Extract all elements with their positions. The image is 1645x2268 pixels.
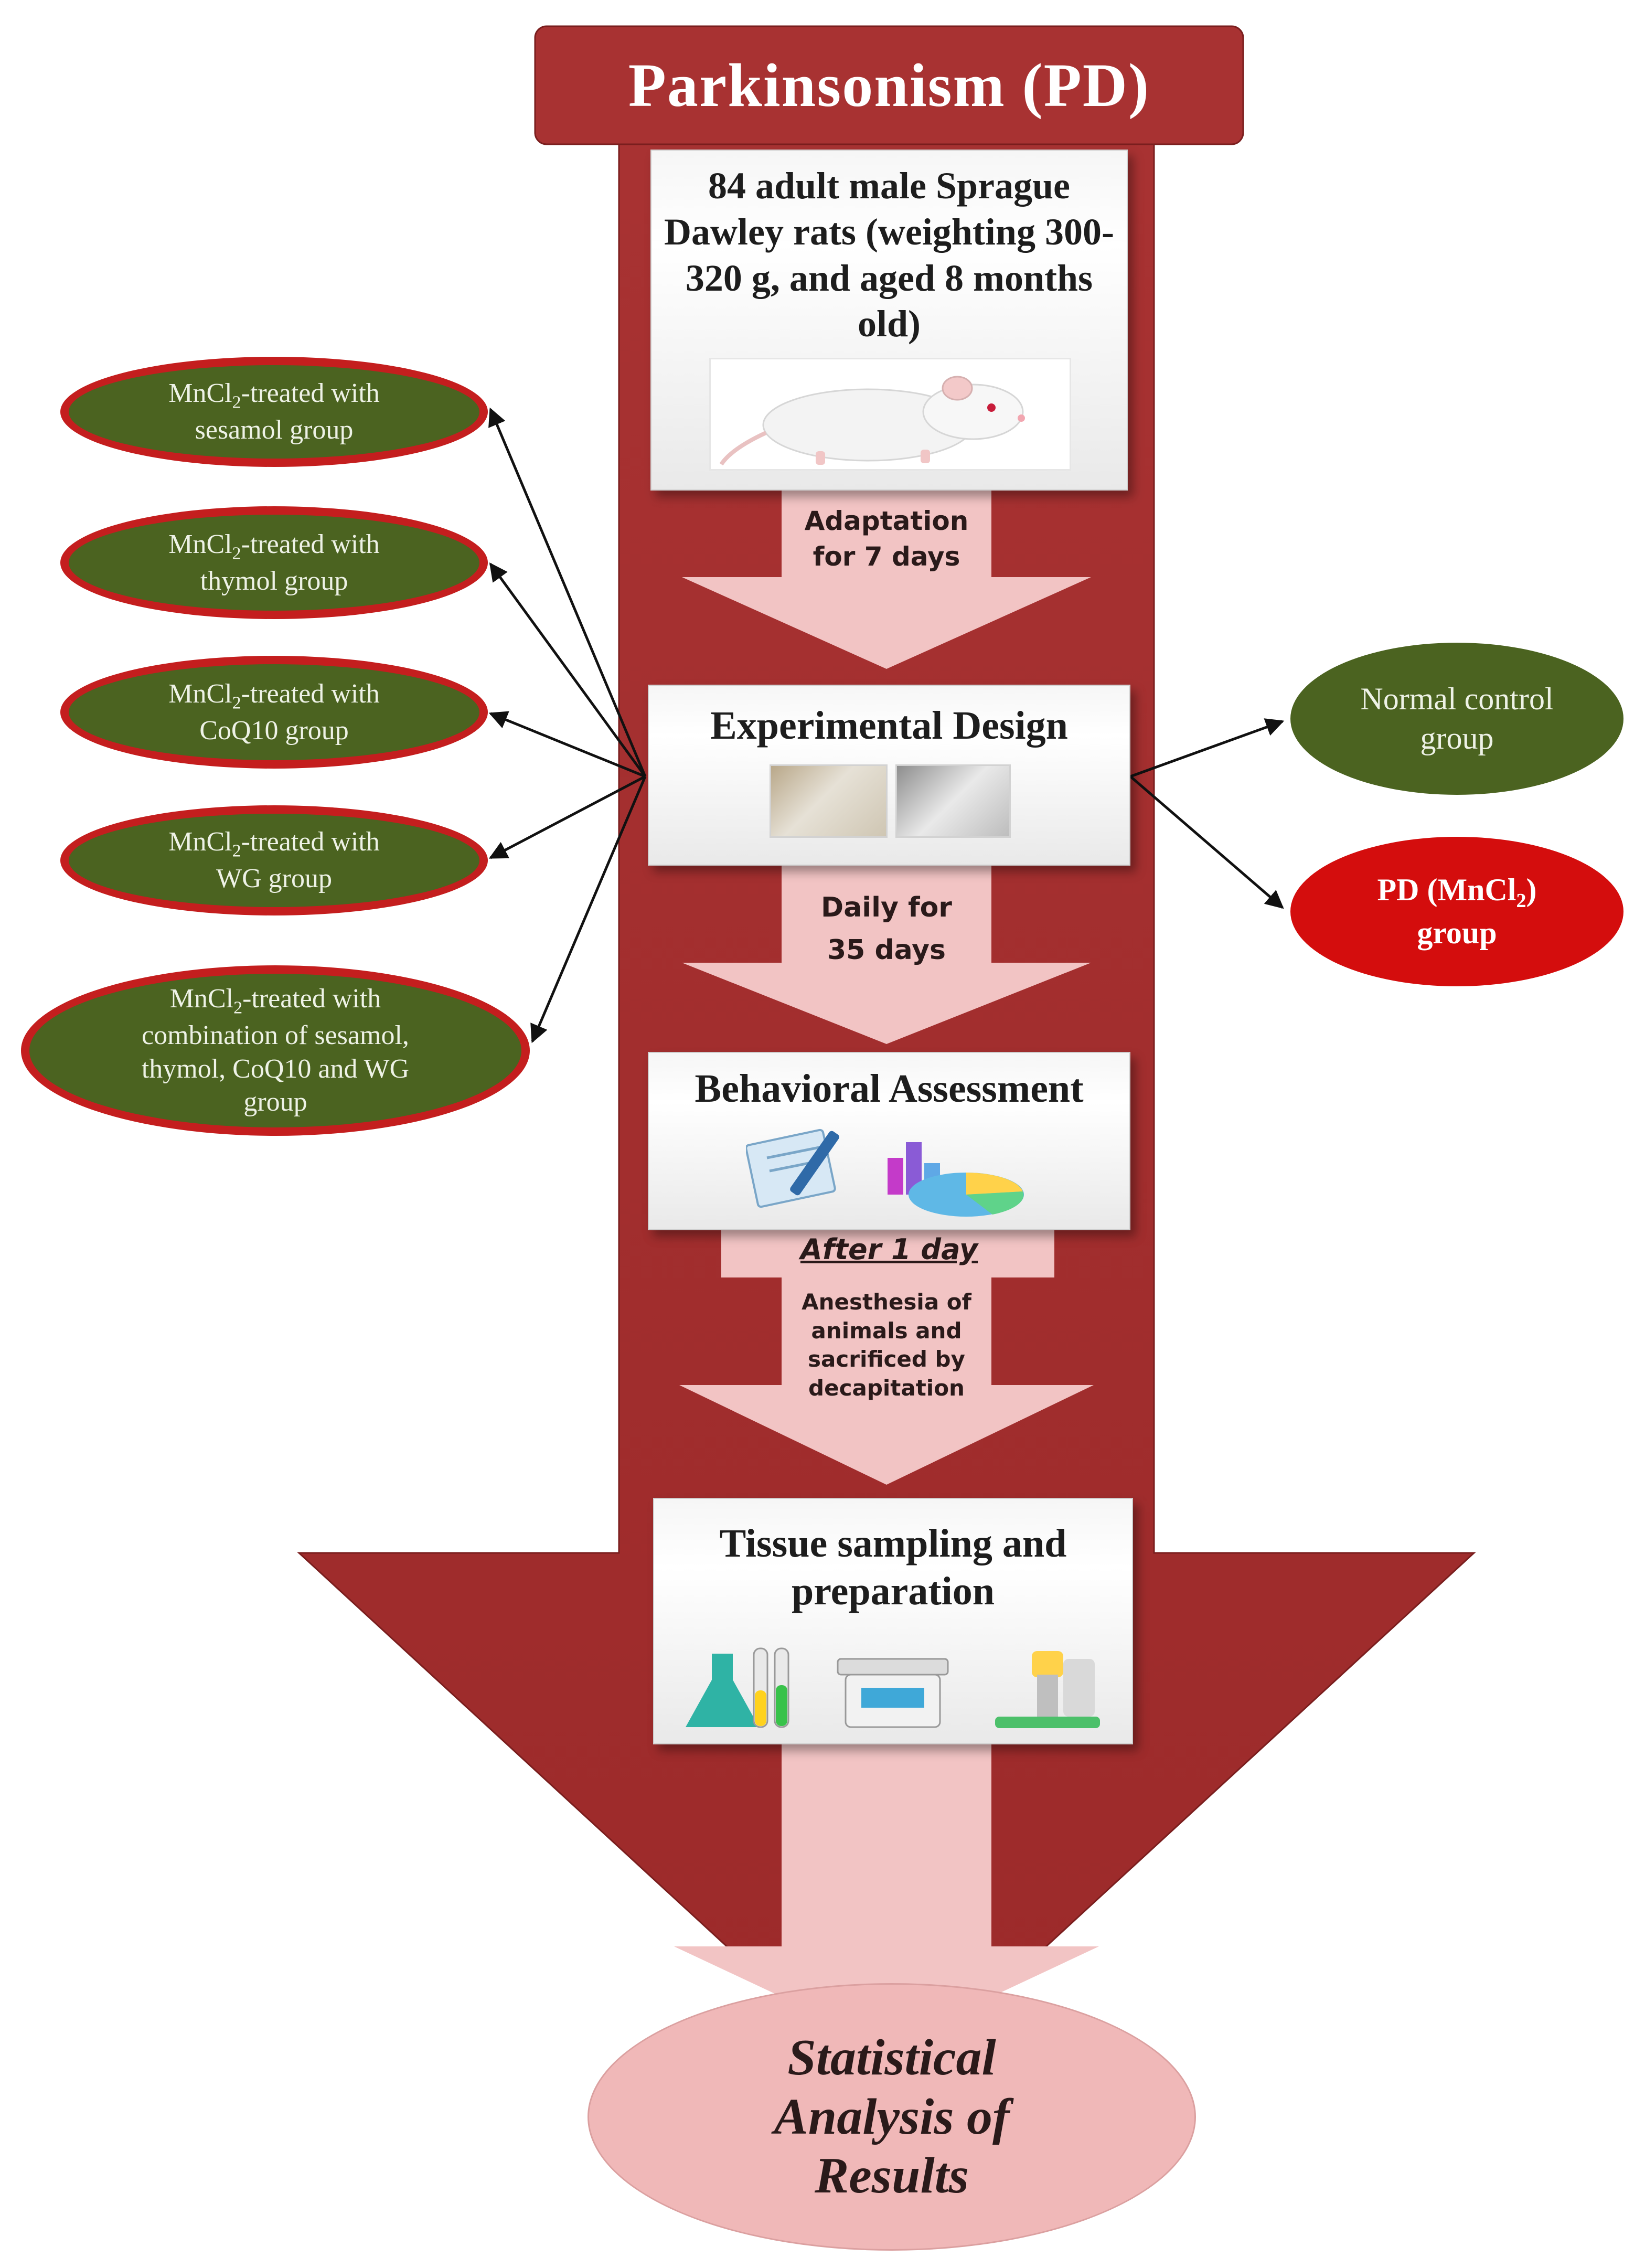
page-title: Parkinsonism (PD) [628,50,1150,120]
step-arrow-adaptation [682,491,1091,669]
step-arrow-final [674,1744,1099,2046]
connector-arrow-sesamol [488,407,647,777]
white-rat-photo [709,358,1071,471]
behavioral-assessment-title: Behavioral Assessment [695,1067,1084,1111]
microscope-icon [995,1651,1100,1728]
group-normal-control: Normal control group [1290,643,1623,795]
connector-arrow-normal [1130,718,1285,778]
animals-text: 84 adult male Sprague Dawley rats (weigh… [664,165,1114,345]
lab-flasks-icon [686,1647,789,1728]
result-ellipse: Statistical Analysis of Results [588,1983,1196,2251]
connector-arrow-combination [530,776,647,1044]
tissue-icons [686,1647,1100,1728]
adaptation-label: Adaptation for 7 days [804,506,969,572]
weighing-scale-icon [837,1658,949,1728]
behavioral-icons [746,1128,1024,1217]
tissue-sampling-title: Tissue sampling and preparation [719,1521,1067,1614]
animals-box: 84 adult male Sprague Dawley rats (weigh… [650,150,1128,491]
anesthesia-label: Anesthesia of animals and sacrificed by … [802,1289,971,1401]
step-arrow-daily [682,866,1091,1044]
bar-pie-chart-icon [888,1142,1024,1217]
step-arrow-after [679,1230,1094,1485]
behavioral-assessment-box: Behavioral Assessment [648,1052,1130,1230]
connector-arrow-pd [1129,775,1284,909]
rat-icon [719,376,1025,466]
title-banner-shape [534,25,1244,145]
experimental-design-title: Experimental Design [710,704,1068,748]
injection-photo [895,764,1011,838]
daily-label: Daily for 35 days [821,892,952,966]
rat-handling-photo [770,764,888,838]
result-text: Statistical Analysis of Results [774,2029,1010,2205]
experimental-design-box: Experimental Design [648,685,1130,866]
tissue-sampling-box: Tissue sampling and preparation [653,1498,1133,1744]
connector-arrow-thymol [489,562,647,778]
group-pd: PD (MnCl2)group [1290,837,1623,986]
clipboard-pen-icon [746,1128,839,1208]
after-label: After 1 day [800,1233,978,1266]
connector-arrow-wg [488,775,646,859]
connector-arrow-coq10 [488,711,646,778]
